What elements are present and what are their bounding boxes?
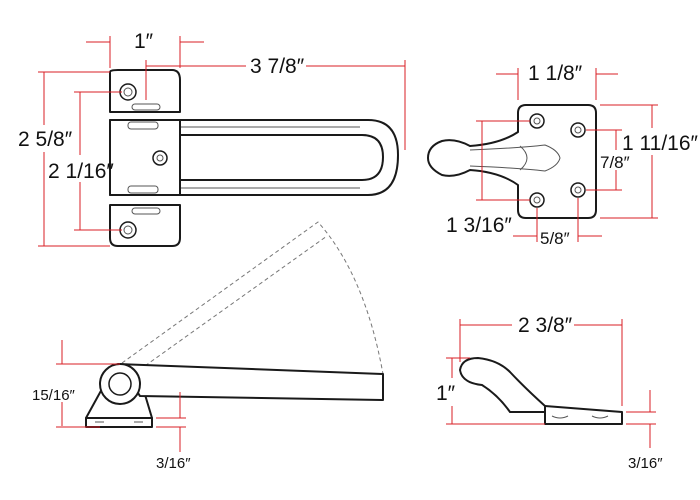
dim-strike-hole-horizontal-label: 5/8″: [540, 229, 570, 248]
strike-hole-top-left: [529, 113, 545, 129]
body-screw-hole: [152, 150, 168, 166]
door-guard-top-view: 1″ 3 7/8″ 2 5/8″ 2 1/16″: [18, 30, 406, 247]
side-view-arm: [117, 363, 384, 401]
strike-ornament: [469, 144, 561, 172]
dim-total-height-label: 2 5/8″: [18, 128, 73, 151]
door-guard-side-view: 15/16″ 3/16″: [32, 221, 384, 472]
dim-strike-side-base-label: 3/16″: [628, 455, 663, 472]
dim-strike-side-height-label: 1″: [436, 382, 456, 405]
dim-side-height-label: 15/16″: [32, 387, 76, 404]
top-screw-hole: [119, 83, 137, 101]
bottom-screw-hole: [119, 221, 137, 239]
strike-hole-bottom-right: [570, 182, 586, 198]
strike-hole-top-right: [570, 122, 586, 138]
swing-arc-ghost: [121, 221, 384, 375]
dim-strike-hole-vertical-label: 7/8″: [600, 153, 630, 172]
strike-side-base: [544, 405, 623, 425]
dim-side-base-label: 3/16″: [156, 455, 191, 472]
dim-strike-knob-depth-label: 1 3/16″: [446, 214, 512, 237]
strike-plate-body: [427, 104, 597, 219]
top-mounting-tab: [109, 69, 181, 113]
dim-hole-spacing-label: 2 1/16″: [48, 160, 114, 183]
strike-plate-front-view: 1 1/8″ 1 11/16″ 7/8″ 1 3/16″ 5/8″: [427, 62, 699, 248]
guard-body: [109, 119, 181, 196]
dim-strike-side-length-label: 2 3/8″: [518, 314, 573, 337]
strike-side-profile: [459, 357, 549, 413]
strike-hole-bottom-left: [529, 192, 545, 208]
strike-side-view: 2 3/8″ 1″ 3/16″: [436, 314, 663, 472]
dim-strike-width-label: 1 1/8″: [528, 62, 583, 85]
dim-top-width-label: 1″: [134, 30, 154, 53]
dim-arm-length-label: 3 7/8″: [250, 55, 305, 78]
dim-strike-height-label: 1 11/16″: [622, 132, 699, 155]
